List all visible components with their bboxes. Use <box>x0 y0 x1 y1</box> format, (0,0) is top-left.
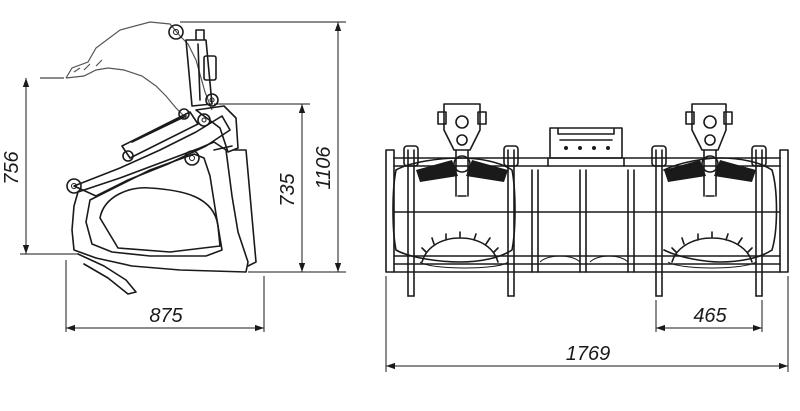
dim-label-465: 465 <box>693 305 727 327</box>
top-centre-bracket <box>549 127 623 159</box>
front-pivot <box>66 178 82 194</box>
right-toothed-arc <box>671 231 753 263</box>
bucket-back-plate <box>233 149 257 267</box>
grab-claw <box>73 115 231 197</box>
dim-label-1106: 1106 <box>313 146 335 190</box>
dimension-lines: 1106 735 756 875 465 1769 <box>1 21 789 372</box>
bucket-shell <box>71 141 249 273</box>
vertical-cylinder <box>185 29 213 107</box>
left-grab-shroud <box>392 157 516 263</box>
dim-label-1769: 1769 <box>566 343 611 365</box>
dim-label-875: 875 <box>149 305 183 327</box>
right-linkage <box>664 103 756 197</box>
upper-pivot <box>168 24 184 40</box>
dim-label-735: 735 <box>277 172 299 206</box>
frame-outer <box>385 149 789 273</box>
grab-arm-open-ghost <box>65 21 213 119</box>
right-grab-shroud <box>663 157 778 263</box>
hinge-knobs <box>403 145 767 167</box>
bucket-tine <box>77 253 137 295</box>
front-tines <box>407 149 763 297</box>
front-view <box>385 103 789 297</box>
side-view <box>65 21 257 295</box>
left-linkage <box>416 103 508 197</box>
dim-label-756: 756 <box>1 150 23 184</box>
mid-pivot <box>184 150 200 166</box>
horizontal-cylinder <box>121 111 199 159</box>
bucket-inner <box>85 153 223 257</box>
frame-bottom-beam <box>393 255 781 273</box>
left-toothed-arc <box>421 231 499 263</box>
